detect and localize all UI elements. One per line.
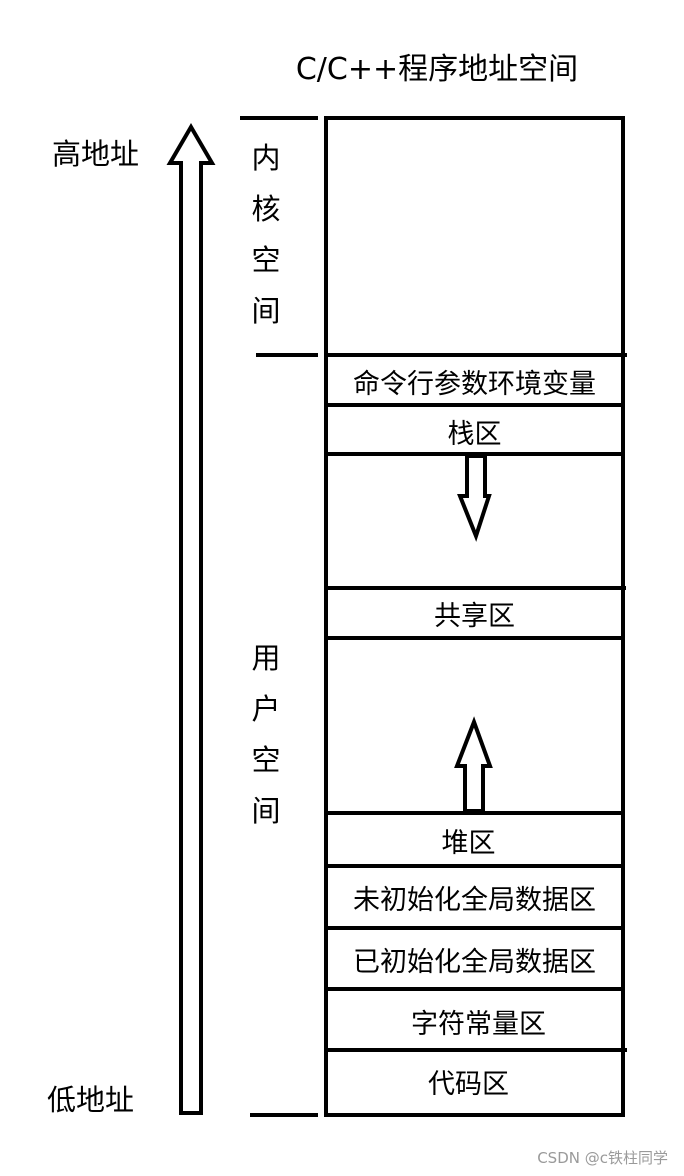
- segment-shared: 共享区: [434, 601, 515, 632]
- low-address-label: 低地址: [47, 1083, 135, 1117]
- kernel-space-label: 内核空间: [251, 141, 281, 328]
- user-space-label: 用户空间: [251, 641, 281, 828]
- segment-rodata: 字符常量区: [411, 1009, 546, 1040]
- high-address-label: 高地址: [52, 137, 140, 171]
- stack-down-arrow-icon: [457, 454, 492, 542]
- heap-up-arrow-icon: [454, 716, 493, 813]
- segment-cmdline-env: 命令行参数环境变量: [353, 369, 596, 400]
- segment-text: 代码区: [428, 1069, 509, 1100]
- diagram-title: C/C++程序地址空间: [295, 52, 579, 87]
- segment-bss: 未初始化全局数据区: [353, 885, 596, 916]
- memory-box: [324, 116, 625, 1117]
- segment-heap: 堆区: [441, 828, 496, 859]
- address-arrow-icon: [166, 123, 216, 1115]
- segment-data: 已初始化全局数据区: [353, 947, 596, 978]
- segment-stack: 栈区: [447, 419, 502, 450]
- watermark: CSDN @c铁柱同学: [537, 1149, 668, 1167]
